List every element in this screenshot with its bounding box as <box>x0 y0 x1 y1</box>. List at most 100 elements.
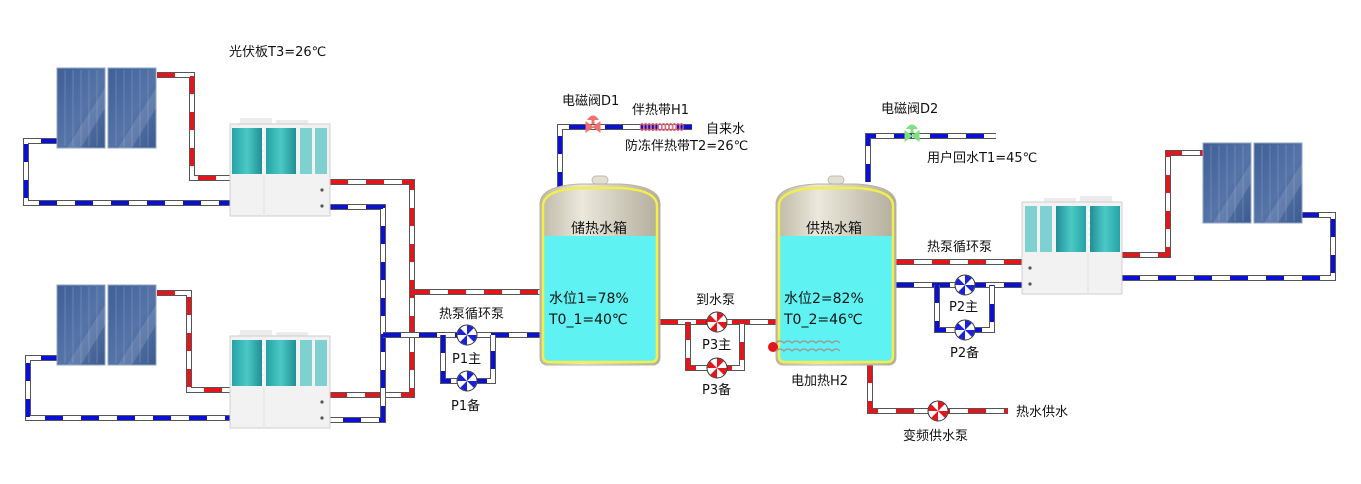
pipe-pv2-hot <box>157 290 232 393</box>
storage-tank-rim <box>541 186 659 364</box>
pump-p1-backup-blade <box>467 371 474 381</box>
solar-panel-3-glare <box>1213 163 1251 223</box>
heat-pump-1-fins-1 <box>232 128 262 174</box>
storage-tank-level: 水位1=78% <box>549 291 629 307</box>
pipe-p1-bypass-flow <box>441 335 495 383</box>
pump-p3-backup-blade <box>717 368 727 375</box>
heat-band-coil <box>679 122 684 132</box>
p1-main-label: P1主 <box>452 352 482 367</box>
heater-terminal-icon <box>768 342 778 352</box>
pump-p1-backup-blade <box>467 381 477 388</box>
tap-water-label: 自来水 <box>706 122 746 137</box>
pipe-pv3-hot-outline <box>1122 150 1204 258</box>
pipe-pv2-cold-flow <box>26 356 232 420</box>
heat-pump-1-fins-3 <box>300 128 312 174</box>
pipe-left-hot-header-outline <box>330 179 415 398</box>
heat-pump-3-port-1 <box>1028 266 1032 270</box>
pump-p1-main-blade <box>460 335 467 345</box>
pump-p1-main-blade <box>457 328 467 335</box>
user-return-temp-label: 用户回水T1=45℃ <box>927 151 1038 166</box>
solar-panel-1 <box>56 67 157 149</box>
pump-p3-main-blade <box>707 315 717 322</box>
pump-vfd-supply[interactable] <box>927 400 949 422</box>
pipe-pv3-hot-base <box>1122 151 1204 257</box>
solenoid-valve-d2[interactable] <box>904 124 920 142</box>
pump-vfd-supply-blade <box>938 411 948 418</box>
electric-heater-h2-label: 电加热H2 <box>791 374 849 389</box>
heat-pump-2-port-2 <box>320 416 324 420</box>
pipe-hot-supply-flow <box>868 365 1008 413</box>
pump-p2-backup[interactable] <box>954 319 976 341</box>
heat-pump-1-fan-housing-1 <box>240 118 272 128</box>
hot-water-supply-label: 热水供水 <box>1016 405 1069 420</box>
pump-p1-main[interactable] <box>456 324 478 346</box>
pump-p3-main-blade <box>717 322 727 329</box>
heat-band-h1-label: 伴热带H1 <box>632 103 690 118</box>
pump-p2-backup-blade <box>965 320 972 330</box>
heat-pump-1-port-2 <box>320 204 324 208</box>
electric-heater-h2 <box>768 340 841 353</box>
pump-p3-backup-blade <box>717 358 724 368</box>
p3-backup-label: P3备 <box>702 383 732 398</box>
pump-p2-main-blade <box>958 285 965 295</box>
pump-p3-main[interactable] <box>706 311 728 333</box>
pipe-user-return-flow <box>866 134 996 182</box>
pipe-pv1-hot-outline <box>157 72 232 181</box>
hp-circulation-pump-right-label: 热泵循环泵 <box>927 240 993 255</box>
pump-p3-backup[interactable] <box>706 357 728 379</box>
supply-tank-rim <box>777 186 895 364</box>
pump-p3-main-blade <box>717 312 724 322</box>
pump-p2-main-blade <box>965 285 975 292</box>
equipment-layer <box>56 67 1303 429</box>
p3-main-label: P3主 <box>702 338 732 353</box>
p1-backup-label: P1备 <box>451 399 481 414</box>
solenoid-valve-d1-stem <box>591 119 595 124</box>
pump-p2-backup-blade <box>965 330 975 337</box>
pump-p2-main-blade <box>965 275 972 285</box>
pump-p1-backup[interactable] <box>456 370 478 392</box>
pipe-pv3-hot <box>1122 150 1204 258</box>
heat-pump-2 <box>229 330 331 429</box>
heat-pump-3-fins-3 <box>1040 206 1052 252</box>
pipe-tap-water-base <box>558 125 692 190</box>
solar-panel-2-glare <box>118 305 156 365</box>
pipe-pv3-hot-flow <box>1122 151 1204 257</box>
heat-pump-3-fins-2 <box>1056 206 1086 252</box>
pump-vfd-supply-blade <box>938 401 945 411</box>
heat-pump-2-fan-housing-1 <box>240 330 272 340</box>
pipe-pv3-cold-outline <box>1122 212 1336 281</box>
pipe-hot-supply <box>867 365 1008 414</box>
pump-p3-backup-blade <box>707 361 717 368</box>
pipe-pv1-cold-flow <box>24 139 232 205</box>
solenoid-valve-d1[interactable] <box>585 115 601 133</box>
heat-pump-2-fins-1 <box>232 340 262 386</box>
heat-pump-3 <box>1021 196 1123 295</box>
pump-p2-main[interactable] <box>954 274 976 296</box>
pipe-pv2-hot-outline <box>157 290 232 393</box>
solar-panel-1-glare <box>118 88 156 148</box>
pipe-tap-water-outline <box>557 124 692 190</box>
pipe-left-hot-header <box>330 179 415 398</box>
pipe-pv1-hot-flow <box>157 73 232 180</box>
solar-panel-3-glare <box>1264 163 1302 223</box>
pump-p1-main-blade <box>467 335 477 342</box>
solar-panel-3 <box>1202 142 1303 224</box>
pipe-left-cold-header-flow <box>330 205 385 422</box>
valve-d1-label: 电磁阀D1 <box>562 94 620 109</box>
pipe-left-cold-header-base <box>330 205 385 422</box>
heat-pump-1 <box>229 118 331 217</box>
heat-pump-2-fins-2 <box>266 340 296 386</box>
pipe-pv3-cold-base <box>1122 213 1335 280</box>
pump-vfd-supply-blade <box>931 411 938 421</box>
antifreeze-temp-label: 防冻伴热带T2=26℃ <box>625 139 749 154</box>
vfd-supply-pump-label: 变频供水泵 <box>903 429 969 444</box>
heat-pump-3-port-2 <box>1028 282 1032 286</box>
pipe-left-cold-header <box>330 204 386 423</box>
pump-p1-backup-blade <box>457 374 467 381</box>
p2-main-label: P2主 <box>949 300 979 315</box>
storage-tank-temp: T0_1=40℃ <box>549 312 628 328</box>
heater-coil-icon <box>775 340 841 353</box>
pipe-pv1-cold-base <box>24 139 232 205</box>
pipe-pv3-cold <box>1122 212 1336 281</box>
